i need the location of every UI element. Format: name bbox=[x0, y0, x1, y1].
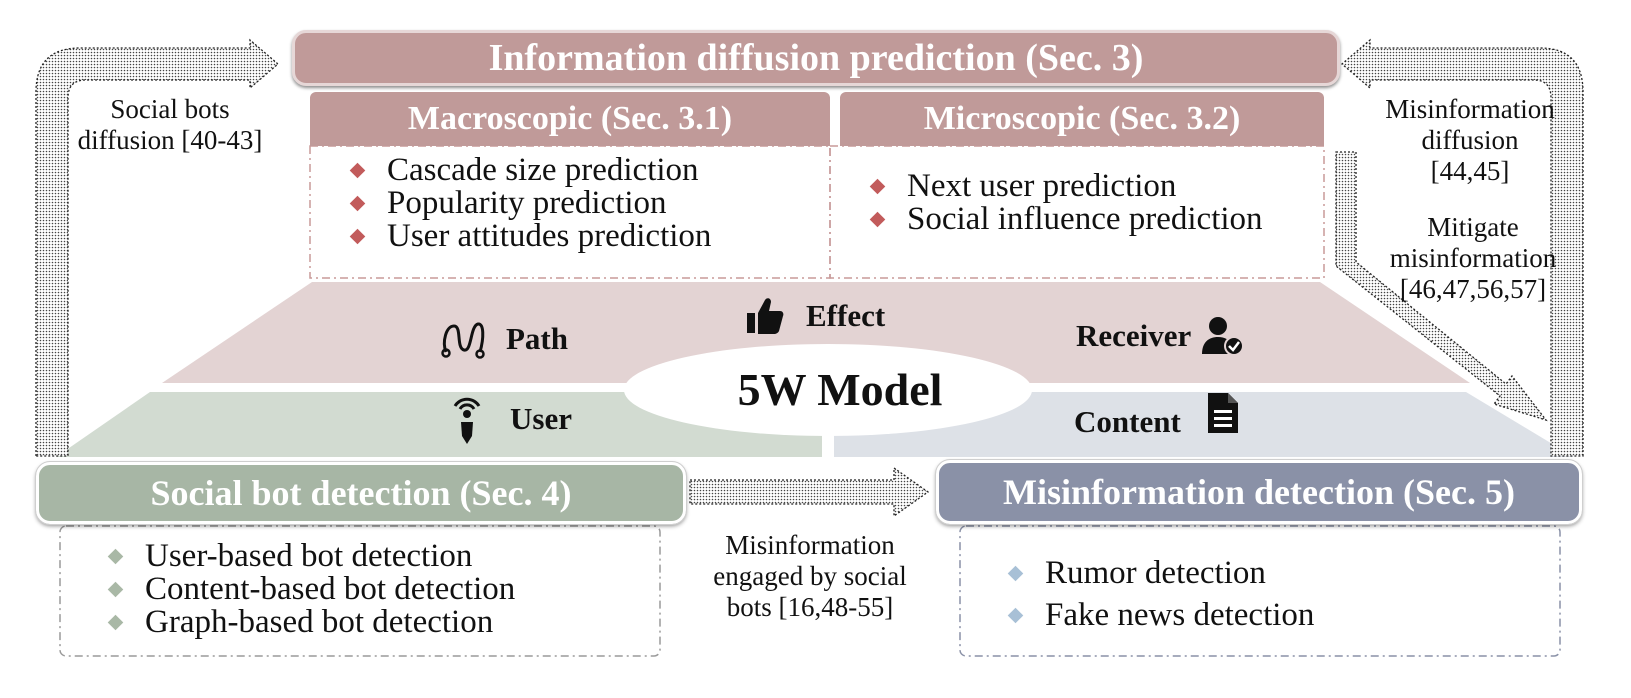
bots-to-misinfo-arrow bbox=[689, 466, 930, 518]
macroscopic-title: Macroscopic (Sec. 3.1) bbox=[407, 100, 733, 137]
broadcast-user-icon bbox=[453, 397, 481, 444]
facet-content: Content bbox=[1074, 393, 1239, 440]
diamond-bullet-icon bbox=[107, 581, 124, 598]
diamond-bullet-icon bbox=[1007, 565, 1024, 581]
macroscopic-list: Cascade size prediction Popularity predi… bbox=[349, 154, 711, 253]
list-item: Content-based bot detection bbox=[107, 573, 515, 606]
list-item: Next user prediction bbox=[869, 170, 1263, 203]
upper-layer bbox=[162, 282, 1470, 383]
social-bot-box bbox=[59, 525, 661, 657]
information-diffusion-title: Information diffusion prediction (Sec. 3… bbox=[488, 37, 1144, 79]
misinformation-list: Rumor detection Fake news detection bbox=[1007, 552, 1314, 636]
left-note: Social bots diffusion [40-43] bbox=[77, 94, 263, 155]
right-loop-arrow bbox=[1341, 38, 1584, 457]
microscopic-box bbox=[829, 145, 1325, 279]
diamond-bullet-icon bbox=[107, 548, 124, 565]
facet-user: User bbox=[450, 392, 572, 446]
macroscopic-box bbox=[309, 145, 831, 279]
macroscopic-header: Macroscopic (Sec. 3.1) bbox=[310, 92, 830, 146]
diamond-bullet-icon bbox=[1007, 607, 1024, 623]
diamond-bullet-icon bbox=[349, 162, 366, 179]
social-bot-detection-title: Social bot detection (Sec. 4) bbox=[150, 473, 572, 513]
right-note-mitigate: Mitigate misinformation [46,47,56,57] bbox=[1389, 212, 1557, 304]
lower-left-layer bbox=[56, 392, 822, 457]
information-diffusion-bar: Information diffusion prediction (Sec. 3… bbox=[292, 30, 1340, 86]
list-item: Fake news detection bbox=[1007, 594, 1314, 636]
diamond-bullet-icon bbox=[349, 195, 366, 212]
user-check-icon bbox=[1202, 317, 1245, 356]
model-title: 5W Model bbox=[737, 364, 943, 415]
diamond-bullet-icon bbox=[869, 178, 886, 195]
facet-receiver: Receiver bbox=[1076, 316, 1245, 356]
list-item: User-based bot detection bbox=[107, 540, 515, 573]
list-item: User attitudes prediction bbox=[349, 220, 711, 253]
left-loop-arrow bbox=[35, 38, 279, 457]
social-bot-detection-bar: Social bot detection (Sec. 4) bbox=[35, 461, 687, 525]
misinformation-detection-title: Misinformation detection (Sec. 5) bbox=[1003, 472, 1515, 512]
microscopic-title: Microscopic (Sec. 3.2) bbox=[923, 100, 1241, 137]
diagonal-arrow bbox=[1335, 151, 1548, 422]
microscopic-header: Microscopic (Sec. 3.2) bbox=[840, 92, 1324, 146]
misinfo-box bbox=[959, 525, 1561, 657]
social-bot-list: User-based bot detection Content-based b… bbox=[107, 540, 515, 639]
facet-path: Path bbox=[440, 318, 568, 360]
microscopic-list: Next user prediction Social influence pr… bbox=[869, 170, 1263, 236]
middle-note: Misinformation engaged by social bots [1… bbox=[713, 530, 907, 622]
diamond-bullet-icon bbox=[349, 228, 366, 245]
lower-right-layer bbox=[834, 392, 1574, 457]
thumbs-up-icon bbox=[747, 298, 784, 334]
list-item: Social influence prediction bbox=[869, 203, 1263, 236]
path-icon bbox=[441, 322, 485, 359]
list-item: Rumor detection bbox=[1007, 552, 1314, 594]
facet-effect: Effect bbox=[746, 296, 885, 336]
diamond-bullet-icon bbox=[107, 614, 124, 631]
list-item: Cascade size prediction bbox=[349, 154, 711, 187]
misinformation-detection-bar: Misinformation detection (Sec. 5) bbox=[935, 459, 1583, 525]
document-icon bbox=[1207, 393, 1238, 433]
list-item: Graph-based bot detection bbox=[107, 606, 515, 639]
center-ellipse bbox=[624, 344, 1032, 436]
right-note-diffusion: Misinformation diffusion [44,45] bbox=[1385, 94, 1555, 186]
diamond-bullet-icon bbox=[869, 211, 886, 228]
list-item: Popularity prediction bbox=[349, 187, 711, 220]
